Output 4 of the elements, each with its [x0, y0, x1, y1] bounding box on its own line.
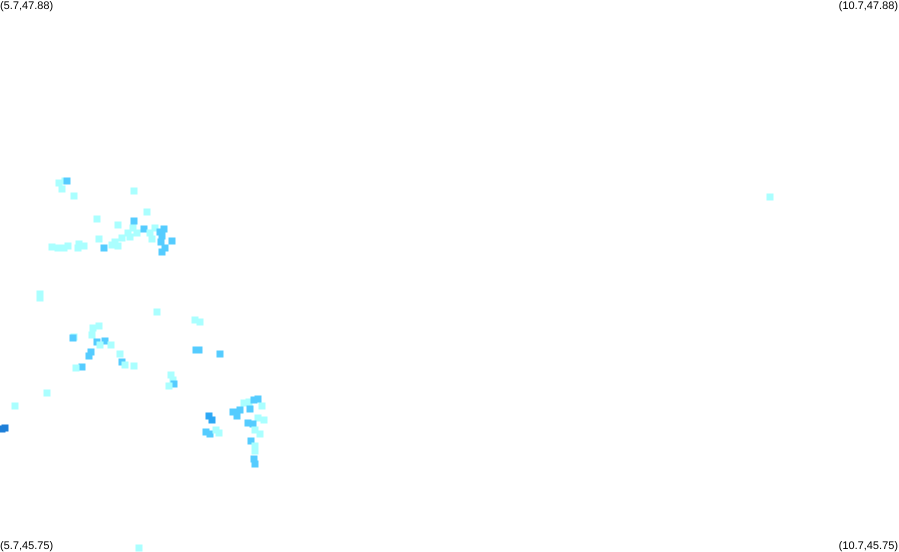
corner-coordinate-label: (5.7,45.75) [0, 540, 54, 552]
corner-coordinate-label: (10.7,45.75) [838, 540, 898, 552]
corner-coordinate-label: (5.7,47.88) [0, 0, 54, 12]
corner-coordinate-label: (10.7,47.88) [838, 0, 898, 12]
